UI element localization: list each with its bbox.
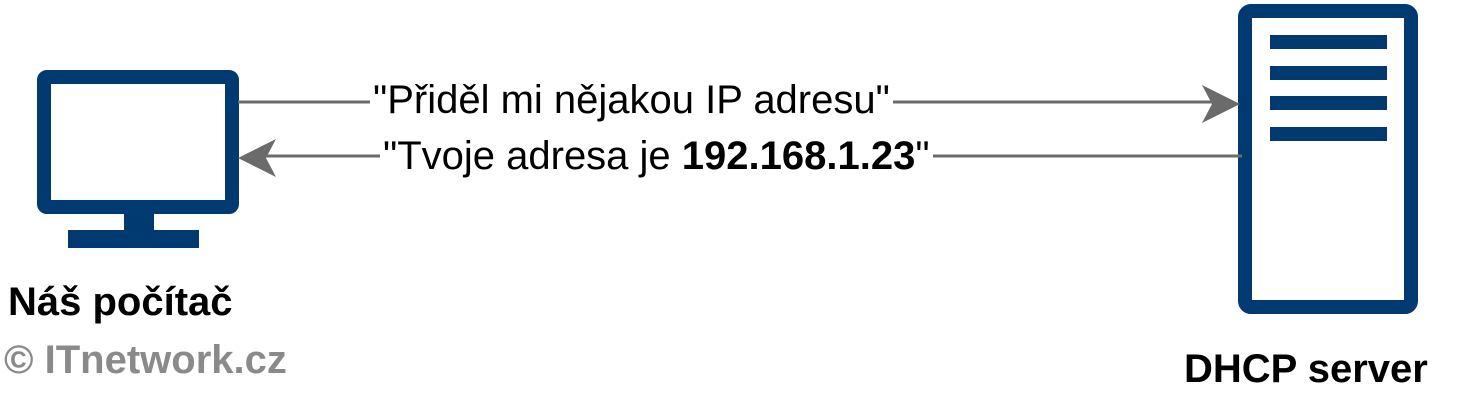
request-message: "Přiděl mi nějakou IP adresu": [370, 77, 893, 123]
client-label: Náš počítač: [8, 280, 233, 324]
server-label: DHCP server: [1184, 347, 1428, 391]
response-ip: 192.168.1.23: [681, 134, 916, 178]
computer-monitor-icon: [37, 70, 239, 248]
request-text: "Přiděl mi nějakou IP adresu": [373, 78, 890, 122]
server-tower-icon: [1238, 4, 1418, 314]
response-message: "Tvoje adresa je 192.168.1.23": [380, 133, 933, 179]
watermark-text: ITnetwork.cz: [44, 338, 287, 382]
response-prefix: "Tvoje adresa je: [383, 134, 682, 178]
watermark: © ITnetwork.cz: [4, 338, 287, 383]
copyright-icon: ©: [4, 338, 34, 382]
response-suffix: ": [915, 134, 930, 178]
